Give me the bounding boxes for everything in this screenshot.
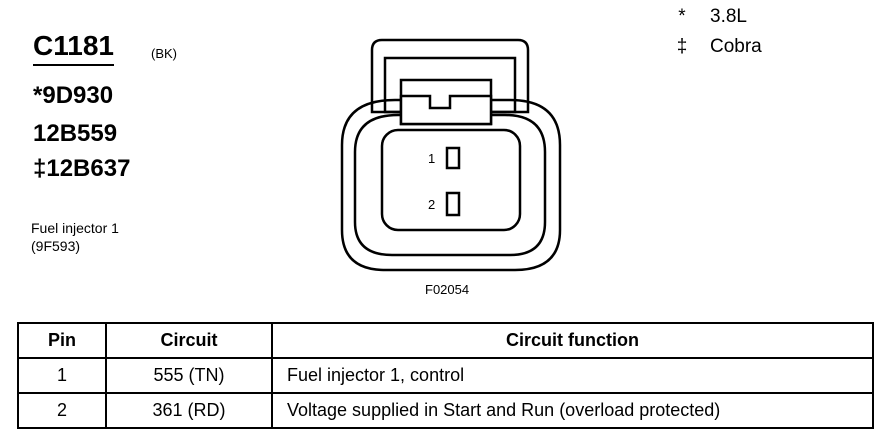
locking-tab-outer (370, 38, 530, 114)
row-1-circuit: 555 (TN) (105, 357, 273, 394)
header-circuit: Circuit (105, 322, 273, 359)
header-circuit-function: Circuit function (271, 322, 874, 359)
row-2-pin: 2 (17, 392, 107, 429)
pin-table: Pin Circuit Circuit function 1 555 (TN) … (17, 322, 874, 429)
pin-face (380, 128, 522, 232)
connector-color: (BK) (151, 46, 177, 61)
row-2-function: Voltage supplied in Start and Run (overl… (271, 392, 874, 429)
part-number-3: ‡12B637 (33, 155, 131, 182)
pin-2-label: 2 (428, 197, 435, 212)
connector-inner-housing (353, 113, 547, 257)
connector-outer-housing (340, 98, 562, 272)
part-number-1: *9D930 (33, 82, 114, 109)
component-code: (9F593) (31, 238, 81, 254)
connector-id: C1181 (33, 30, 114, 66)
pin-1-label: 1 (428, 151, 435, 166)
table-row: 2 361 (RD) Voltage supplied in Start and… (17, 392, 874, 429)
table-row: 1 555 (TN) Fuel injector 1, control (17, 357, 874, 394)
row-2-circuit: 361 (RD) (105, 392, 273, 429)
part-number-2: 12B559 (33, 120, 118, 147)
pin-table-header: Pin Circuit Circuit function (17, 322, 874, 359)
latch (399, 94, 493, 126)
figure-reference: F02054 (425, 282, 470, 297)
component-name: Fuel injector 1 (31, 220, 119, 236)
legend-symbol-double-dagger: ‡ (676, 36, 688, 57)
row-1-function: Fuel injector 1, control (271, 357, 874, 394)
legend-symbol-asterisk: * (678, 6, 686, 27)
header-pin: Pin (17, 322, 107, 359)
pin-2-cavity (445, 191, 461, 217)
legend-label-3-8l: 3.8L (710, 6, 747, 27)
row-1-pin: 1 (17, 357, 107, 394)
pin-1-cavity (445, 146, 461, 170)
legend-label-cobra: Cobra (710, 36, 762, 57)
